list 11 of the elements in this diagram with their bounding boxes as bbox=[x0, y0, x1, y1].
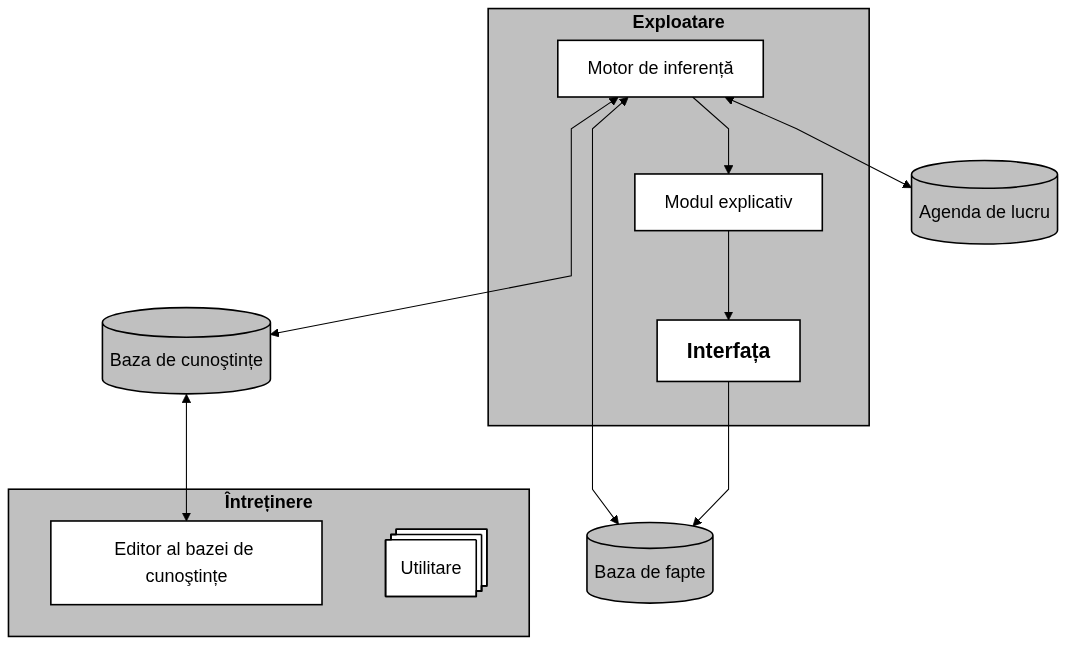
arrow bbox=[723, 230, 734, 321]
arrow bbox=[270, 96, 619, 338]
node-box: Motor de inferență bbox=[557, 39, 765, 98]
node-box: Editor al bazei de cunoştințe bbox=[50, 520, 323, 606]
node-box: Modul explicativ bbox=[634, 173, 824, 232]
node-box: Interfața bbox=[656, 319, 801, 383]
arrow bbox=[692, 96, 734, 175]
arrow bbox=[692, 380, 730, 527]
arrow bbox=[181, 393, 192, 522]
arrow bbox=[724, 96, 912, 189]
arrow bbox=[591, 96, 629, 525]
